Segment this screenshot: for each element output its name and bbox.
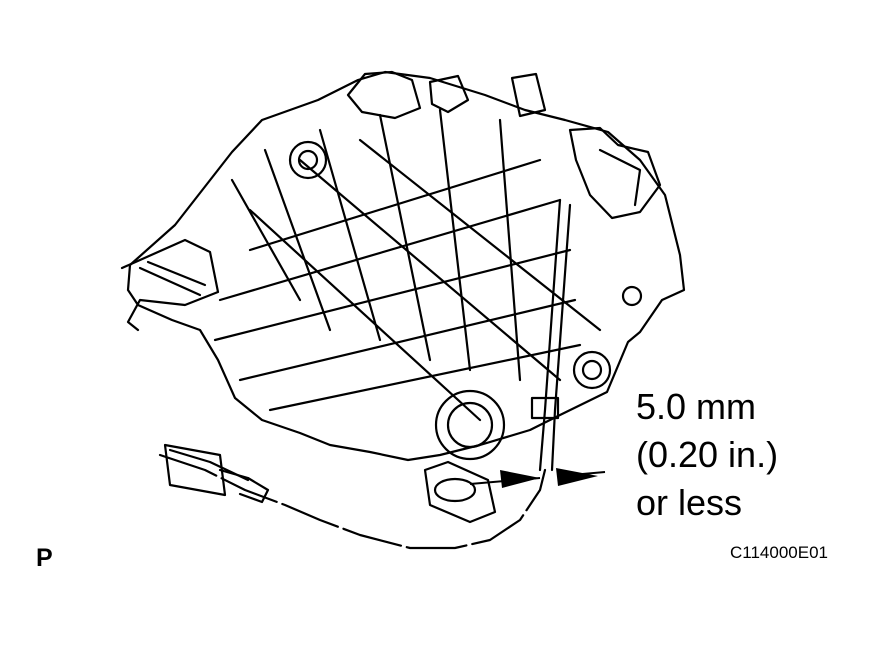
clearance-qualifier: or less <box>636 482 743 523</box>
cable <box>158 453 547 550</box>
right-connector <box>568 126 662 220</box>
clearance-value-in: (0.20 in.) <box>636 434 779 475</box>
arrow-left <box>500 470 540 488</box>
rib-lattice <box>230 108 522 382</box>
view-marker: P <box>36 544 53 572</box>
housing-outline <box>126 70 686 462</box>
adjuster-rod <box>538 198 572 472</box>
mount-boss-right <box>572 350 612 390</box>
clearance-value-mm: 5.0 mm <box>636 386 757 427</box>
top-connector <box>346 70 422 120</box>
cable-plug <box>163 443 227 497</box>
left-mount-tab <box>120 238 220 332</box>
figure-code: C114000E01 <box>730 543 828 562</box>
mount-boss-top-left <box>288 140 328 180</box>
mount-boss-bottom <box>434 389 506 461</box>
arrow-right <box>556 468 598 486</box>
